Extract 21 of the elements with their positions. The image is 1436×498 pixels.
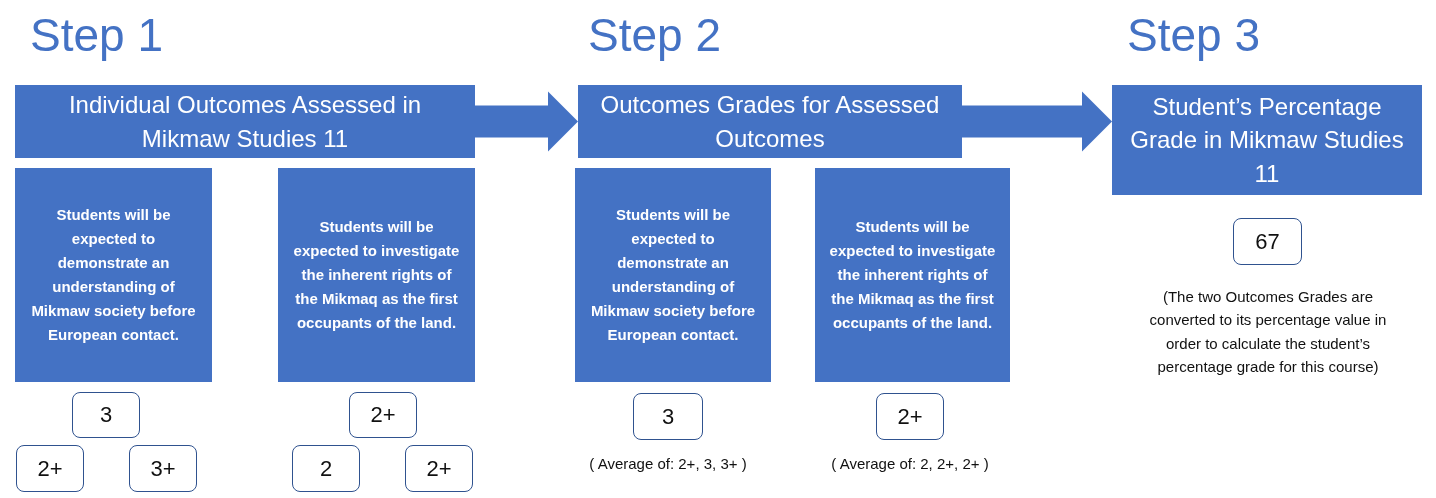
step-header-box: Outcomes Grades for Assessed Outcomes [578,85,962,158]
grade-box: 67 [1233,218,1302,265]
outcome-box: Students will be expected to demonstrate an understanding of Mikmaw society before European contact. [575,168,771,382]
outcome-box: Students will be expected to investigate the inherent rights of the Mikmaq as the first occupants of the land. [815,168,1010,382]
step-header-box: Student’s Percentage Grade in Mikmaw Studies 11 [1112,85,1422,195]
note-text: ( Average of: 2, 2+, 2+ ) [830,454,990,474]
note-text: (The two Outcomes Grades are converted to its percentage value in order to calculate the student’s percentage grade for this course) [1148,287,1388,377]
grade-box: 2+ [876,393,944,440]
note-text: ( Average of: 2+, 3, 3+ ) [588,454,748,474]
grade-box: 3 [633,393,703,440]
block-arrow [962,91,1112,152]
grade-box: 3+ [129,445,197,492]
grade-box: 2 [292,445,360,492]
step-header-box: Individual Outcomes Assessed in Mikmaw Studies 11 [15,85,475,158]
outcome-box: Students will be expected to investigate the inherent rights of the Mikmaq as the first occupants of the land. [278,168,475,382]
grade-box: 2+ [405,445,473,492]
grade-box: 2+ [349,392,417,438]
block-arrow [475,91,578,152]
outcome-box: Students will be expected to demonstrate an understanding of Mikmaw society before European contact. [15,168,212,382]
grade-box: 2+ [16,445,84,492]
grade-box: 3 [72,392,140,438]
